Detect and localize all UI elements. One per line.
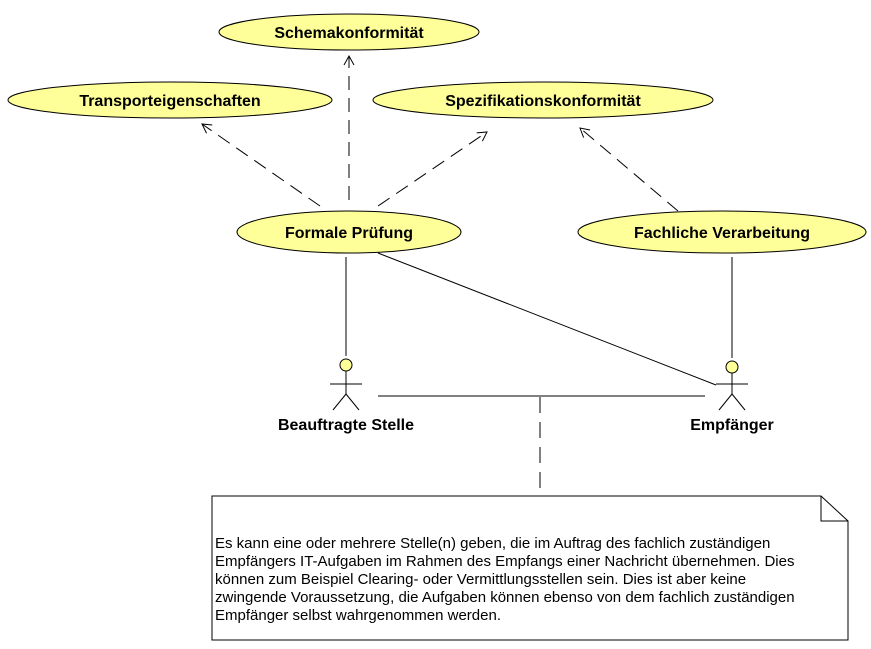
use-case-label: Transporteigenschaften bbox=[79, 93, 260, 110]
use-case-label: Schemakonformität bbox=[274, 25, 424, 42]
actor-beauftragte-stelle[interactable]: Beauftragte Stelle bbox=[278, 358, 414, 434]
use-case-formale-pruefung[interactable]: Formale Prüfung bbox=[236, 210, 462, 254]
note-text-line: können zum Beispiel Clearing- oder Vermi… bbox=[215, 571, 746, 588]
actor-label: Empfänger bbox=[690, 417, 774, 434]
note-text-line: Empfängers IT-Aufgaben im Rahmen des Emp… bbox=[215, 553, 794, 570]
comment-note[interactable]: Es kann eine oder mehrere Stelle(n) gebe… bbox=[211, 495, 849, 641]
include-fachlich-to-spezifikation bbox=[579, 127, 679, 212]
use-case-transporteigenschaften[interactable]: Transporteigenschaften bbox=[7, 81, 333, 119]
include-formale-to-spezifikation bbox=[377, 131, 488, 207]
note-text-line: zwingende Voraussetzung, die Aufgaben kö… bbox=[215, 589, 795, 606]
stick-figure-icon bbox=[716, 360, 748, 411]
stick-figure-icon bbox=[330, 358, 362, 411]
use-case-fachliche-verarbeitung[interactable]: Fachliche Verarbeitung bbox=[577, 210, 867, 254]
actor-empfaenger[interactable]: Empfänger bbox=[690, 360, 774, 434]
use-case-label: Formale Prüfung bbox=[285, 225, 413, 242]
include-formale-to-transport bbox=[201, 123, 321, 207]
use-case-label: Spezifikationskonformität bbox=[445, 93, 641, 110]
actor-label: Beauftragte Stelle bbox=[278, 417, 414, 434]
note-text-line: Empfänger selbst wahrgenommen werden. bbox=[215, 607, 501, 624]
use-case-schemakonformitaet[interactable]: Schemakonformität bbox=[218, 13, 480, 51]
use-case-label: Fachliche Verarbeitung bbox=[634, 225, 810, 242]
use-case-spezifikationskonformitaet[interactable]: Spezifikationskonformität bbox=[372, 81, 714, 119]
assoc-empfaenger-formale bbox=[377, 252, 717, 386]
note-text-line: Es kann eine oder mehrere Stelle(n) gebe… bbox=[215, 535, 770, 552]
